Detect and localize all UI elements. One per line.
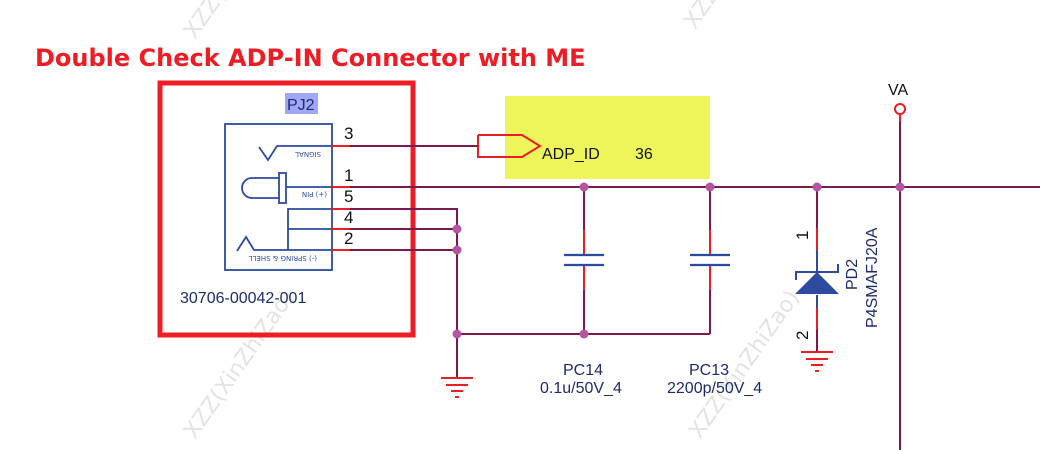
- junction-dot: [452, 329, 462, 339]
- capacitor-pc13-icon[interactable]: [690, 230, 730, 290]
- connector-refdes: PJ2: [287, 97, 315, 114]
- junction-dot: [812, 182, 822, 192]
- pin-stubs: [332, 145, 350, 251]
- junction-dot: [579, 329, 589, 339]
- signal-contact-icon: [258, 145, 332, 162]
- capacitor-refdes: PC14: [563, 362, 603, 379]
- capacitor-value: 0.1u/50V_4: [540, 380, 622, 397]
- junction-dot: [705, 182, 715, 192]
- diode-refdes: PD2: [844, 259, 861, 290]
- net-page-ref[interactable]: 36: [635, 146, 653, 163]
- net-port-name: ADP_ID: [542, 146, 600, 163]
- signal-label: SIGNAL: [295, 150, 321, 158]
- pin-number: 4: [344, 208, 353, 227]
- ground-icon: [441, 377, 473, 398]
- connector-part-number: 30706-00042-001: [180, 290, 306, 307]
- watermark: XZZ(XinZhiZao): [679, 0, 800, 33]
- wires: [350, 120, 1040, 450]
- junction-dot: [452, 224, 462, 234]
- net-highlight: [505, 96, 710, 179]
- junction-dot: [452, 245, 462, 255]
- diode-part: P4SMAFJ20A: [864, 227, 881, 328]
- pin-number: 5: [344, 187, 353, 206]
- capacitor-refdes: PC13: [689, 362, 729, 379]
- watermark: XZZ(XinZhiZao): [179, 0, 300, 43]
- junction-dot: [579, 182, 589, 192]
- capacitor-pc14-icon[interactable]: [564, 230, 604, 290]
- pin-number: 3: [344, 124, 353, 143]
- connector-body: [224, 123, 333, 271]
- pin-number: 1: [344, 166, 353, 185]
- junction-dot: [895, 182, 905, 192]
- spring-shell-label: (-) SPRING & SHELL: [249, 254, 317, 262]
- annotation-title: Double Check ADP-IN Connector with ME: [35, 44, 586, 72]
- pin-plus-label: (+) PIN: [302, 190, 327, 198]
- dc-pin-icon: [241, 172, 332, 204]
- net-port-icon[interactable]: [477, 134, 542, 158]
- power-port-icon[interactable]: [894, 103, 906, 115]
- ground-icon: [801, 351, 833, 372]
- refdes-highlight: [285, 93, 318, 114]
- diode-pin-bottom: 2: [793, 331, 812, 340]
- diode-pin-top: 1: [793, 231, 812, 240]
- watermark: XZZ(XinZhiZao): [179, 286, 300, 443]
- power-rail-label: VA: [888, 82, 908, 99]
- pin-number: 2: [344, 229, 353, 248]
- tvs-diode-icon[interactable]: [795, 228, 839, 330]
- capacitor-value: 2200p/50V_4: [667, 380, 762, 397]
- spring-shell-icon: [236, 208, 332, 252]
- junctions: [452, 182, 905, 339]
